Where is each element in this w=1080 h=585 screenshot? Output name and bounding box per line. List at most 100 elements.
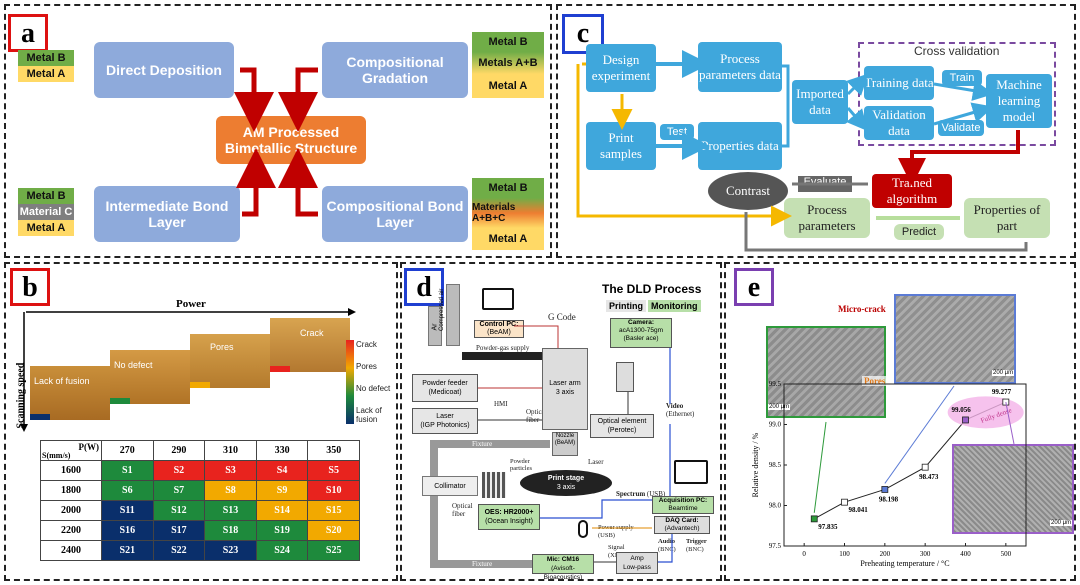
defect-color-bar xyxy=(346,340,354,424)
power-label: Power xyxy=(176,298,206,310)
sample-cell: S17 xyxy=(152,520,206,541)
micrograph-lack-of-fusion: Lack of fusion xyxy=(30,366,110,420)
camera-model: acA1300-75gm xyxy=(618,327,664,334)
x-tick-label: 100 xyxy=(839,550,850,558)
micrograph-no-defect: No defect xyxy=(110,350,190,404)
print-stage-label: Print stage xyxy=(547,475,585,482)
monitoring-key: Monitoring xyxy=(648,300,701,312)
y-tick-label: 99.5 xyxy=(769,380,782,388)
layer-stack-bl: Metal B Material C Metal A xyxy=(18,188,74,236)
daq-label: DAQ Card: xyxy=(665,517,699,524)
sample-cell: S16 xyxy=(101,520,154,541)
training-data-box: Training data xyxy=(864,66,934,100)
layer-metal-a: Metal A xyxy=(472,74,544,98)
scale-bar-2: 200 μm xyxy=(992,370,1015,376)
x-tick-label: 300 xyxy=(920,550,931,558)
data-label: 98.473 xyxy=(919,473,939,481)
corner-speed: S(mm/s) xyxy=(42,451,71,460)
video-label: Video(Ethernet) xyxy=(666,402,694,418)
data-label: 98.041 xyxy=(849,506,869,514)
panel-d-tag: d xyxy=(404,268,444,306)
data-label: 98.198 xyxy=(879,495,899,503)
contrast-ellipse: Contrast xyxy=(708,172,788,210)
panel-a-arrows xyxy=(234,67,318,217)
legend-no-defect: No defect xyxy=(356,384,391,393)
ml-model-box: Machine learning model xyxy=(986,74,1052,128)
micrograph-label: Crack xyxy=(300,328,324,338)
laser-arm-axis: 3 axis xyxy=(555,389,575,396)
print-samples-box: Print samples xyxy=(586,122,656,170)
predict-label: Predict xyxy=(894,224,944,240)
data-point xyxy=(881,486,889,493)
layer-stack-br: Metal B Materials A+B+C Metal A xyxy=(472,178,544,250)
beamtime-label: Beamtime xyxy=(668,505,698,512)
data-point xyxy=(810,515,818,523)
sample-cell: S15 xyxy=(307,500,360,521)
collimator-lens-icon xyxy=(482,472,506,498)
data-label: 99.056 xyxy=(952,406,972,414)
panel-c: c Design experiment Process parameters d… xyxy=(556,4,1076,258)
compositional-bond-layer-box: Compositional Bond Layer xyxy=(322,186,468,242)
sample-cell: S3 xyxy=(204,460,257,481)
sample-cell: S1 xyxy=(101,460,154,481)
collimator-box: Collimator xyxy=(422,476,478,496)
speed-header: 2400 xyxy=(40,540,102,561)
control-pc-box: Control PC:(BeAM) xyxy=(474,320,524,338)
layer-material-c: Material C xyxy=(18,204,74,220)
layer-metals-ab: Metals A+B xyxy=(472,52,544,74)
legend-crack: Crack xyxy=(356,340,377,349)
sample-cell: S2 xyxy=(152,460,206,481)
x-axis-label: Preheating temperature / °C xyxy=(860,559,949,568)
microphone-icon xyxy=(578,520,588,538)
basler-label: (Basler ace) xyxy=(623,335,659,342)
properties-of-part-box: Properties of part xyxy=(964,198,1050,238)
advantech-label: (Advantech) xyxy=(664,525,700,532)
nozzle: Nozzle(BeAM) xyxy=(552,432,578,456)
medicoat-label: (Medicoat) xyxy=(428,389,462,396)
sample-cell: S7 xyxy=(152,480,206,501)
spectrum-label: Spectrum (USB) xyxy=(616,490,665,498)
video-text: Video xyxy=(666,402,684,410)
trigger-label: Trigger(BNC) xyxy=(686,538,707,554)
sample-cell: S8 xyxy=(204,480,257,501)
ocean-label: (Ocean Insight) xyxy=(485,518,533,525)
process-parameters-box: Process parameters xyxy=(784,198,870,238)
micrograph-crack: Crack xyxy=(270,318,350,372)
power-header: 270 xyxy=(101,440,154,461)
y-tick-label: 97.5 xyxy=(769,542,782,550)
legend-pores: Pores xyxy=(356,362,377,371)
usb-text: (USB) xyxy=(646,490,666,498)
oes-box: OES: HR2000+(Ocean Insight) xyxy=(478,504,540,530)
imported-data-box: Imported data xyxy=(792,80,848,124)
sample-cell: S13 xyxy=(204,500,257,521)
link-line-purple xyxy=(1005,401,1015,445)
speed-header: 1600 xyxy=(40,460,102,481)
x-tick-label: 500 xyxy=(1001,550,1012,558)
argon-tank: Ar xyxy=(428,306,442,346)
sample-cell: S5 xyxy=(307,460,360,481)
y-axis-label: Relative density / % xyxy=(751,432,760,497)
optical-element-label: Optical element xyxy=(597,418,647,425)
pores-label: Pores xyxy=(862,376,888,386)
layer-metal-a: Metal A xyxy=(18,66,74,82)
camera-label: Camera: xyxy=(627,319,654,326)
dld-title: The DLD Process xyxy=(602,282,702,296)
data-label: 99.277 xyxy=(992,388,1012,396)
corner-power: P(W) xyxy=(78,442,100,452)
gcode-label: G Code xyxy=(548,312,576,322)
x-tick-label: 0 xyxy=(802,550,806,558)
layer-metal-a: Metal A xyxy=(472,228,544,250)
sample-cell: S22 xyxy=(152,540,206,561)
scale-bar-3: 200 μm xyxy=(1050,520,1073,526)
daq-box: DAQ Card:(Advantech) xyxy=(654,516,710,534)
legend-lack-of-fusion: Lack of fusion xyxy=(356,406,382,424)
panel-a: a Metal B Metal A Direct Deposition Comp… xyxy=(4,4,552,258)
intermediate-bond-layer-box: Intermediate Bond Layer xyxy=(94,186,240,242)
control-pc-monitor-icon xyxy=(482,288,514,310)
panel-c-arrows xyxy=(576,50,1028,252)
